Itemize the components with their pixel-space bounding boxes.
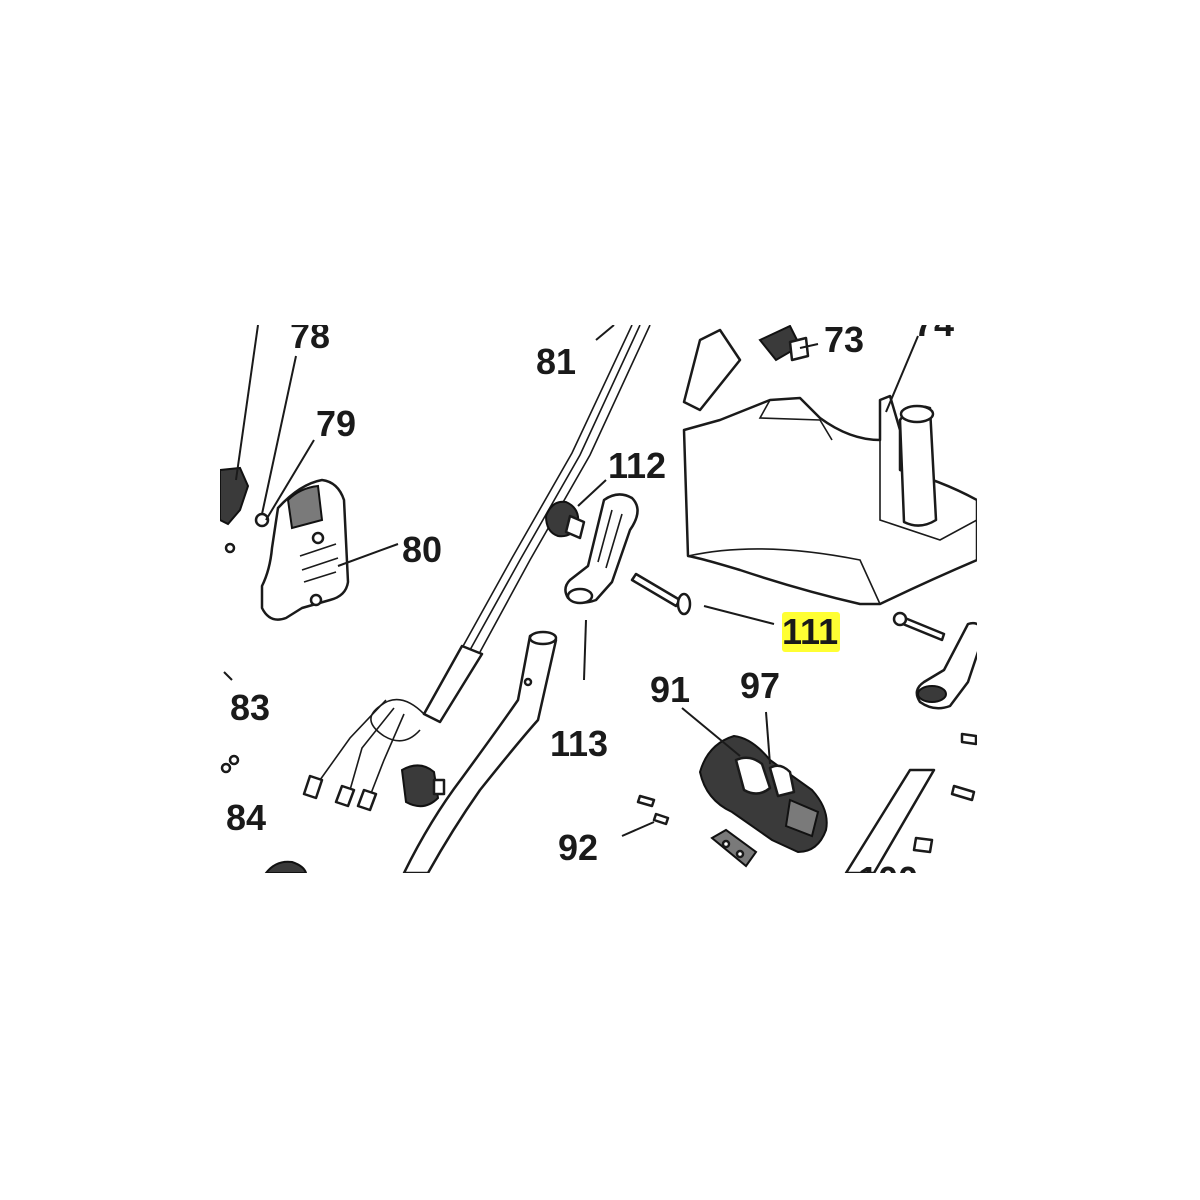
highlighted-part-111: 111 — [782, 611, 840, 652]
part-bolt-111 — [630, 572, 692, 616]
part-switch-91-97 — [698, 734, 828, 854]
part-clip-left — [220, 466, 250, 526]
part-handle-81 — [302, 325, 651, 812]
label-79: 79 — [316, 403, 356, 444]
label-81: 81 — [536, 341, 576, 382]
label-91: 91 — [650, 669, 690, 710]
part-screws-92 — [636, 794, 670, 826]
label-83: 83 — [230, 687, 270, 728]
label-100: 100 — [858, 859, 918, 900]
part-housing-74 — [682, 394, 977, 606]
part-plate — [710, 828, 758, 868]
part-right-lever — [915, 621, 977, 710]
part-labels: 78 79 80 81 73 74 112 113 91 97 83 84 92… — [226, 303, 954, 900]
part-84 — [220, 754, 308, 873]
part-73 — [682, 325, 810, 412]
label-74: 74 — [914, 303, 954, 344]
label-111: 111 — [782, 611, 838, 652]
highlight-marker — [782, 612, 840, 652]
label-84: 84 — [226, 797, 266, 838]
part-knob-112 — [544, 500, 586, 540]
label-92: 92 — [558, 827, 598, 868]
label-113: 113 — [550, 723, 608, 764]
part-cover-80 — [260, 478, 350, 621]
label-78: 78 — [290, 315, 330, 356]
label-80: 80 — [402, 529, 442, 570]
diagram-drawing: 78 79 80 81 73 74 112 113 91 97 83 84 92… — [220, 303, 977, 900]
leader-lines — [223, 325, 919, 837]
part-bolt-111-right — [892, 611, 946, 642]
label-97: 97 — [740, 665, 780, 706]
part-lower-tube — [402, 630, 558, 873]
part-lever-113 — [564, 493, 639, 605]
label-73: 73 — [824, 319, 864, 360]
part-tube-100 — [844, 732, 977, 873]
label-112: 112 — [608, 445, 666, 486]
